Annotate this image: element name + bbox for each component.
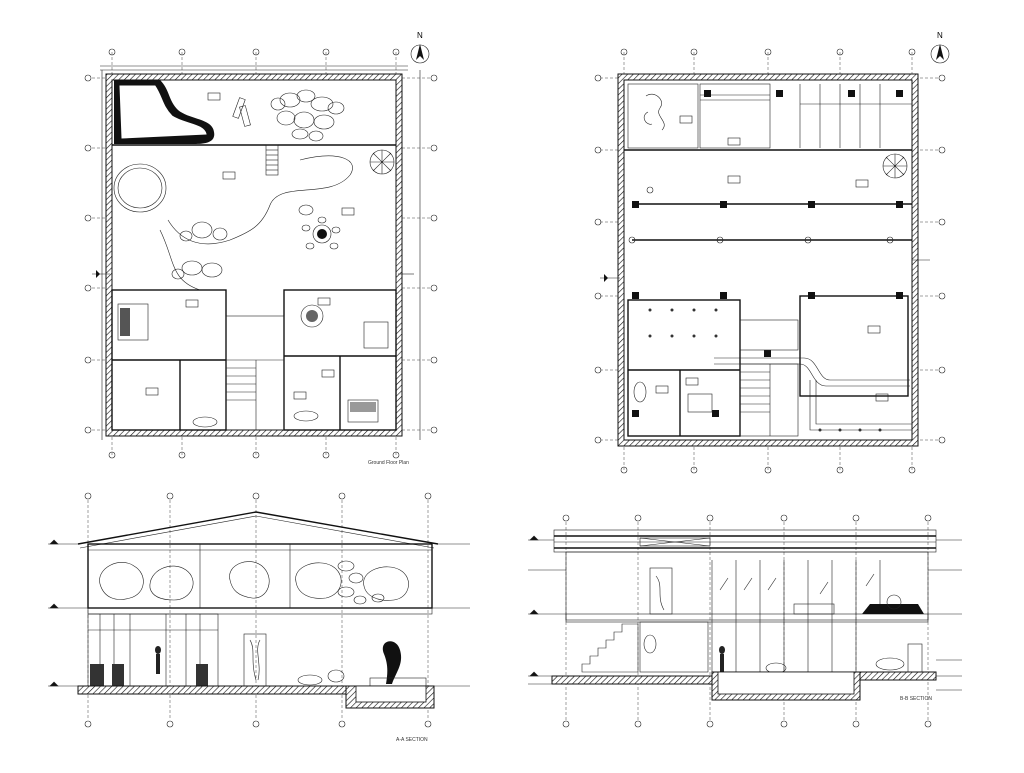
roof-pergola (553, 529, 937, 553)
ground-plan-caption: Ground Floor Plan (368, 460, 409, 466)
floor-slab (87, 607, 433, 615)
section-b: B-B SECTION (528, 514, 962, 728)
upper-stones (99, 560, 409, 605)
lounge-seating (171, 221, 228, 280)
fountain (312, 224, 332, 244)
ground-slab-b (551, 675, 713, 685)
section-b-caption: B-B SECTION (900, 696, 932, 702)
landscape-curve (167, 155, 353, 245)
plant-icon (643, 93, 665, 131)
first-plan-tags (655, 115, 889, 402)
svg-text:N: N (937, 31, 943, 40)
ground-plan-tags (145, 92, 355, 400)
glass-panels (711, 560, 881, 676)
north-arrow-ground: N (410, 31, 430, 64)
roof-terrace-lines (700, 84, 912, 148)
level-marks-b (528, 535, 962, 691)
columns (632, 90, 903, 417)
stair-section (581, 623, 639, 673)
first-plan-rooms (627, 295, 912, 437)
ground-storey (87, 613, 427, 687)
upper-storey (87, 543, 433, 609)
ground-slab (77, 685, 357, 695)
svg-text:N: N (417, 31, 423, 40)
pool (113, 163, 167, 213)
north-arrow-first: N (930, 31, 950, 64)
upper-level-b (565, 551, 929, 623)
ground-plan-rooms (111, 289, 397, 431)
level-marks-a (48, 539, 470, 687)
garden-stones (232, 89, 345, 142)
ground-floor-plan: N Ground Floor Plan (84, 31, 438, 466)
sculpture (382, 641, 402, 684)
section-a: A-A SECTION (48, 492, 470, 743)
light-fixtures (648, 308, 882, 432)
section-a-caption: A-A SECTION (396, 737, 428, 743)
first-floor-plan: N (594, 31, 950, 474)
roof-line (77, 511, 439, 545)
